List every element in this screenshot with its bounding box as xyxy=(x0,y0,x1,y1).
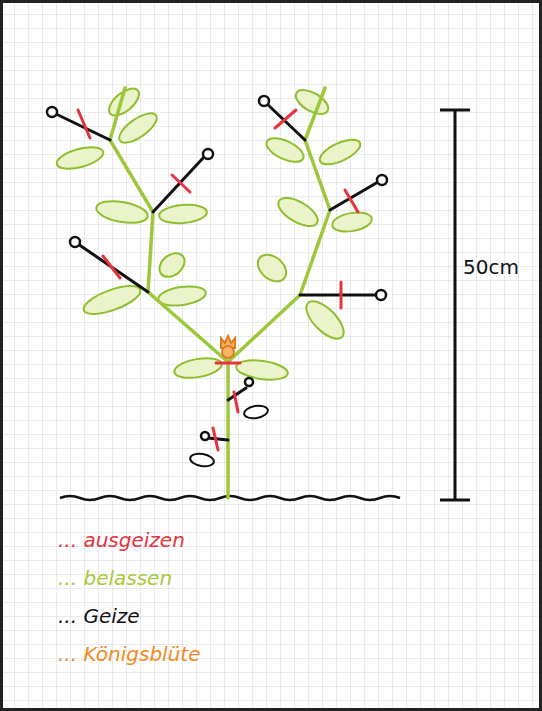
legend-text: ... Königsblüte xyxy=(58,642,201,666)
legend-swatch: ... Geize xyxy=(58,604,140,628)
dimension-label: 50cm xyxy=(463,255,519,279)
legend-text: ... belassen xyxy=(58,566,172,590)
legend-swatch: ... ausgeizen xyxy=(58,528,185,552)
legend-swatch: ... belassen xyxy=(58,566,172,590)
legend-text: ... ausgeizen xyxy=(58,528,185,552)
legend-swatch: ... Königsblüte xyxy=(58,642,201,666)
legend-text: ... Geize xyxy=(58,604,140,628)
